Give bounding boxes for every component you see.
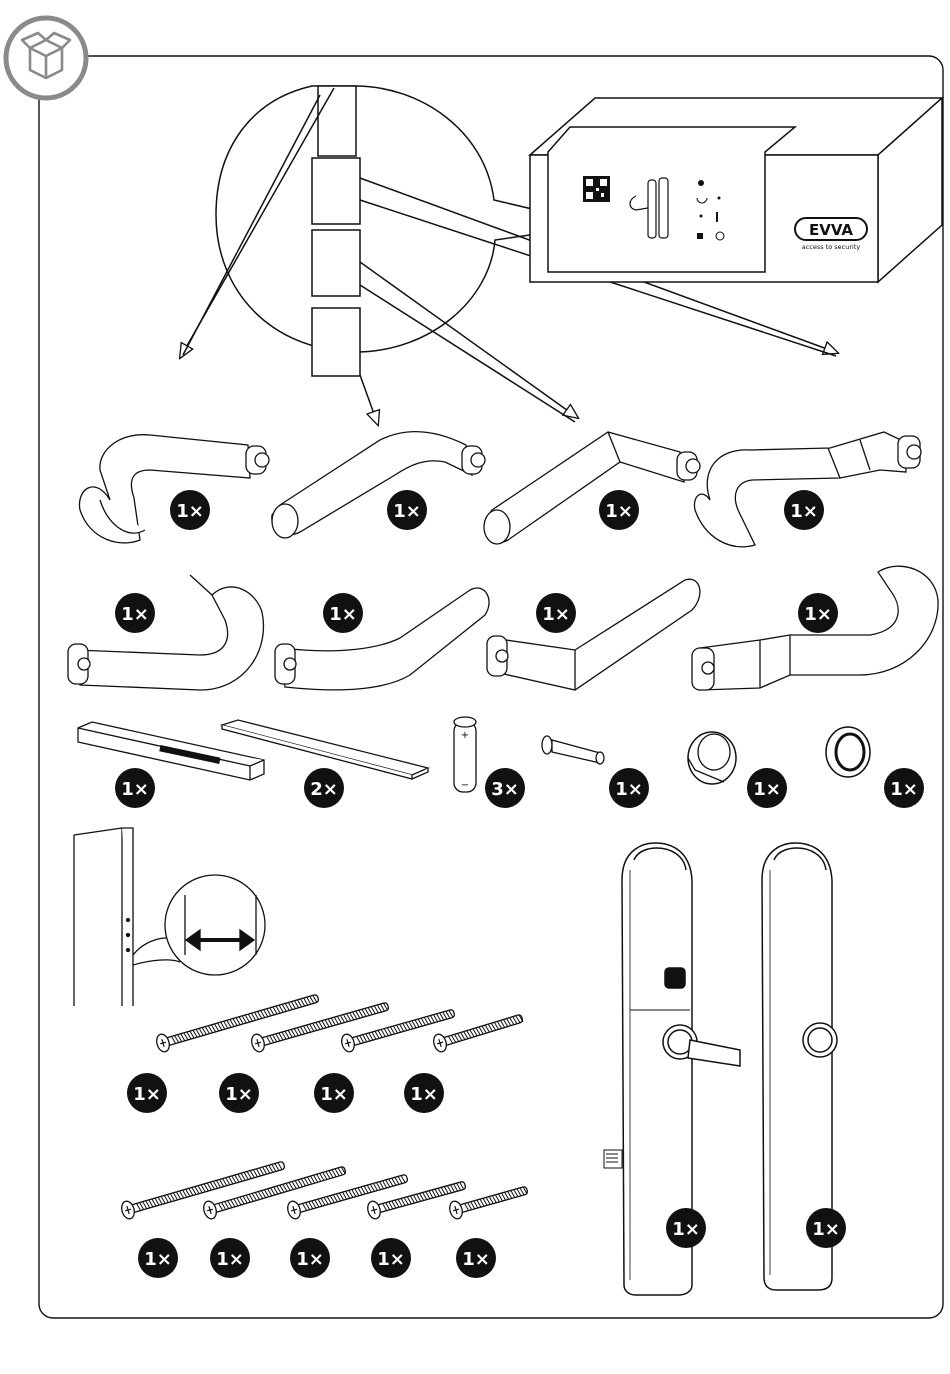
qty-badge: 1×: [884, 768, 924, 808]
svg-text:1×: 1×: [605, 501, 633, 522]
evva-logo: EVVA access to security: [795, 218, 867, 251]
svg-text:1×: 1×: [672, 1219, 700, 1240]
svg-text:1×: 1×: [410, 1084, 438, 1105]
screw: [250, 997, 391, 1053]
screws-set-b: [120, 1156, 530, 1220]
handle-d-straight: [272, 432, 485, 538]
handle-l-right: [487, 579, 700, 690]
qty-badge: 1×: [599, 490, 639, 530]
fittings-badges: 1× 1×: [666, 1208, 846, 1248]
svg-text:1×: 1×: [812, 1219, 840, 1240]
svg-text:1×: 1×: [225, 1084, 253, 1105]
screw: [286, 1169, 410, 1220]
battery: + −: [454, 717, 476, 792]
box-icon: [6, 18, 86, 98]
qty-badge: 1×: [747, 768, 787, 808]
svg-text:+: +: [461, 730, 469, 741]
screws-set-a: [155, 989, 525, 1053]
door-thickness-detail: [74, 828, 265, 1006]
qty-badge: 1×: [536, 593, 576, 633]
qty-badge: 1×: [115, 593, 155, 633]
qty-badge: 1×: [371, 1238, 411, 1278]
qty-badge: 3×: [485, 768, 525, 808]
svg-text:EVVA: EVVA: [809, 221, 853, 239]
qr-code-icon: [583, 176, 610, 202]
svg-text:1×: 1×: [320, 1084, 348, 1105]
qty-badge: 1×: [115, 768, 155, 808]
qty-badge: 1×: [404, 1073, 444, 1113]
callout-section-1: [318, 86, 356, 156]
qty-badge: 1×: [387, 490, 427, 530]
qty-badge: 1×: [210, 1238, 250, 1278]
handle-u-right: [68, 575, 263, 690]
qty-badge: 1×: [219, 1073, 259, 1113]
svg-text:1×: 1×: [377, 1249, 405, 1270]
svg-text:1×: 1×: [804, 604, 832, 625]
rosette-ring-1: [688, 732, 736, 784]
qty-badge: 1×: [290, 1238, 330, 1278]
svg-text:access to security: access to security: [802, 243, 861, 251]
svg-text:1×: 1×: [216, 1249, 244, 1270]
svg-text:1×: 1×: [329, 604, 357, 625]
svg-text:1×: 1×: [790, 501, 818, 522]
callout-section-2: [312, 158, 360, 224]
svg-text:2×: 2×: [310, 779, 338, 800]
svg-text:1×: 1×: [462, 1249, 490, 1270]
qty-badge: 1×: [806, 1208, 846, 1248]
svg-text:1×: 1×: [176, 501, 204, 522]
row1-handles: [79, 432, 921, 547]
qty-badge: 1×: [798, 593, 838, 633]
qty-badge: 1×: [170, 490, 210, 530]
callout-section-3: [312, 230, 360, 296]
reader-icon: [665, 968, 685, 988]
svg-text:−: −: [461, 780, 469, 791]
pin-spacer: [542, 736, 604, 764]
qty-badge: 1×: [127, 1073, 167, 1113]
screw: [155, 989, 321, 1053]
svg-text:1×: 1×: [393, 501, 421, 522]
qty-badge: 1×: [314, 1073, 354, 1113]
svg-text:1×: 1×: [753, 779, 781, 800]
callout-section-4: [312, 308, 360, 376]
handle-d-straight-right: [275, 588, 489, 690]
svg-text:3×: 3×: [491, 779, 519, 800]
qty-badge: 2×: [304, 768, 344, 808]
screw: [120, 1156, 287, 1220]
svg-text:1×: 1×: [144, 1249, 172, 1270]
rosette-ring-2: [826, 727, 870, 777]
svg-text:1×: 1×: [121, 604, 149, 625]
qty-badge: 1×: [138, 1238, 178, 1278]
qty-badge: 1×: [456, 1238, 496, 1278]
svg-text:1×: 1×: [890, 779, 918, 800]
handle-l-angular: [484, 432, 700, 544]
qty-badge: 1×: [609, 768, 649, 808]
svg-text:1×: 1×: [133, 1084, 161, 1105]
package-box: EVVA access to security: [530, 98, 942, 282]
svg-text:1×: 1×: [296, 1249, 324, 1270]
screws-a-badges: 1× 1× 1× 1×: [127, 1073, 444, 1113]
screws-b-badges: 1× 1× 1× 1× 1×: [138, 1238, 496, 1278]
qty-badge: 1×: [784, 490, 824, 530]
svg-text:1×: 1×: [615, 779, 643, 800]
qty-badge: 1×: [323, 593, 363, 633]
svg-text:1×: 1×: [121, 779, 149, 800]
qty-badge: 1×: [666, 1208, 706, 1248]
svg-text:1×: 1×: [542, 604, 570, 625]
handle-u-left: [79, 435, 269, 543]
